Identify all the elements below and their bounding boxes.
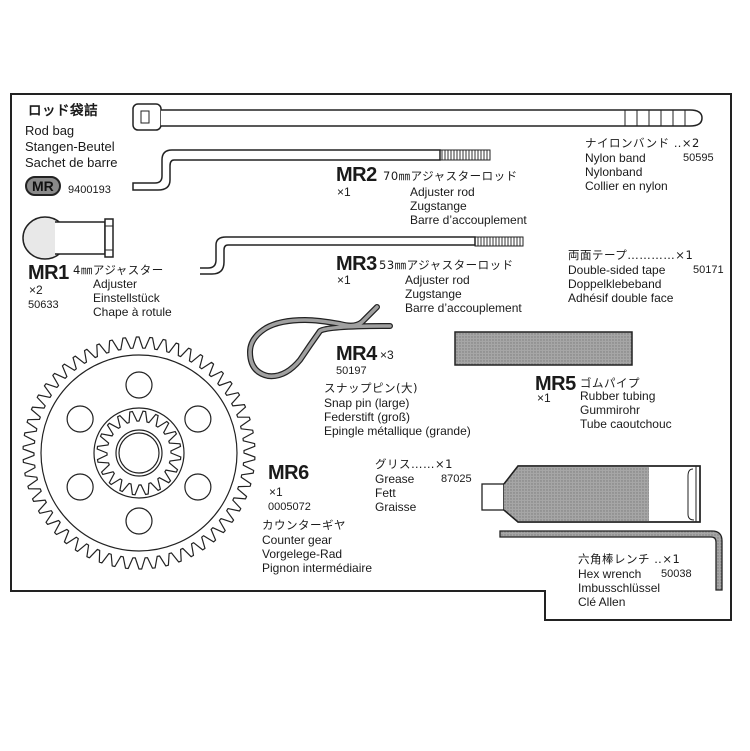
part-name-en: Adjuster rod <box>410 185 475 199</box>
pinion-outer-ring <box>93 407 185 499</box>
rubber-tubing-icon <box>454 331 633 366</box>
gear-hole <box>184 473 212 501</box>
nylon-band-icon <box>132 103 703 131</box>
part-name-jp: スナップピン(大) <box>324 381 418 395</box>
part-code: MR4 <box>336 343 377 365</box>
part-code: MR5 <box>535 373 576 395</box>
part-name-fr: Barre d’accouplement <box>410 213 527 227</box>
bag-title-jp: ロッド袋詰 <box>28 103 98 119</box>
part-quantity: ×1 <box>537 391 551 405</box>
part-name-jp: 53㎜アジャスターロッド <box>379 258 514 272</box>
adjuster-rod-70mm-icon <box>132 149 491 191</box>
part-name-jp: 70㎜アジャスターロッド <box>383 169 518 183</box>
part-quantity: ×1 <box>337 185 351 199</box>
part-name-jp: カウンターギヤ <box>262 518 346 532</box>
part-name-jp: 4㎜アジャスター <box>73 263 164 277</box>
part-name-fr: Barre d’accouplement <box>405 301 522 315</box>
part-name-en: Adjuster rod <box>405 273 470 287</box>
part-name-fr: Epingle métallique (grande) <box>324 424 471 438</box>
part-number: 50197 <box>336 365 367 377</box>
part-quantity: ×1 <box>269 485 283 499</box>
part-name-fr: Tube caoutchouc <box>580 417 672 431</box>
gear-hole <box>184 405 212 433</box>
gear-hole <box>125 371 153 399</box>
pinion-teeth <box>96 410 182 496</box>
part-quantity: ×2 <box>29 283 43 297</box>
part-name-fr: Collier en nylon <box>585 179 668 193</box>
part-name-de: Nylonband <box>585 165 643 179</box>
part-name-de: Gummirohr <box>580 403 641 417</box>
part-number: 0005072 <box>268 501 311 513</box>
part-name-en: Grease <box>375 472 415 486</box>
counter-gear-icon <box>22 336 256 570</box>
hub-bore <box>118 432 160 474</box>
part-name-en: Snap pin (large) <box>324 396 410 410</box>
part-name-de: Doppelklebeband <box>568 277 662 291</box>
part-name-fr: Adhésif double face <box>568 291 674 305</box>
part-number: 50595 <box>683 152 714 164</box>
part-name-de: Einstellstück <box>93 291 160 305</box>
part-name-fr: Pignon intermédiaire <box>262 561 373 575</box>
part-name-en: Rubber tubing <box>580 389 656 403</box>
part-name-fr: Chape à rotule <box>93 305 172 319</box>
part-name-de: Fett <box>375 486 396 500</box>
gear-hole <box>66 473 94 501</box>
snap-pin-icon <box>247 304 393 380</box>
part-name-de: Zugstange <box>405 287 462 301</box>
part-name-jp: ゴムパイプ <box>580 376 640 390</box>
bag-title-de: Stangen-Beutel <box>25 139 115 154</box>
part-name-en: Hex wrench <box>578 567 642 581</box>
part-name-fr: Clé Allen <box>578 595 626 609</box>
part-number: 87025 <box>441 473 472 485</box>
part-quantity: ×1 <box>337 273 351 287</box>
grease-tube-icon <box>481 465 701 523</box>
gear-outer-teeth <box>22 336 256 570</box>
part-name-jp: グリス……×1 <box>375 457 453 471</box>
part-name-jp: 六角棒レンチ ‥×1 <box>578 552 681 566</box>
hex-wrench-icon <box>499 530 723 591</box>
part-name-en: Adjuster <box>93 277 138 291</box>
part-code: MR6 <box>268 462 309 484</box>
part-number: 50171 <box>693 264 724 276</box>
part-name-jp: 両面テープ…………×1 <box>568 248 694 262</box>
part-quantity: ×3 <box>380 348 394 362</box>
part-code: MR3 <box>336 253 377 275</box>
gear-hole <box>125 507 153 535</box>
part-name-de: Vorgelege-Rad <box>262 547 343 561</box>
part-code: MR2 <box>336 164 377 186</box>
bag-part-number: 9400193 <box>68 184 111 196</box>
part-name-jp: ナイロンバンド ‥×2 <box>585 136 700 150</box>
adjuster-icon <box>22 216 114 260</box>
part-code: MR1 <box>28 262 69 284</box>
adjuster-rod-53mm-icon <box>200 236 524 275</box>
part-name-de: Federstift (groß) <box>324 410 411 424</box>
hub-ring <box>115 429 163 477</box>
part-name-fr: Graisse <box>375 500 417 514</box>
gear-hole <box>66 405 94 433</box>
bag-title-en: Rod bag <box>25 123 75 138</box>
part-name-en: Counter gear <box>262 533 333 547</box>
part-name-de: Imbusschlüssel <box>578 581 661 595</box>
part-number: 50633 <box>28 299 59 311</box>
part-name-de: Zugstange <box>410 199 467 213</box>
sheet-border <box>10 93 732 621</box>
bag-title-fr: Sachet de barre <box>25 155 118 170</box>
part-number: 50038 <box>661 568 692 580</box>
part-name-en: Double-sided tape <box>568 263 666 277</box>
part-name-en: Nylon band <box>585 151 646 165</box>
bag-badge: MR <box>25 176 61 196</box>
gear-rim <box>40 354 238 552</box>
